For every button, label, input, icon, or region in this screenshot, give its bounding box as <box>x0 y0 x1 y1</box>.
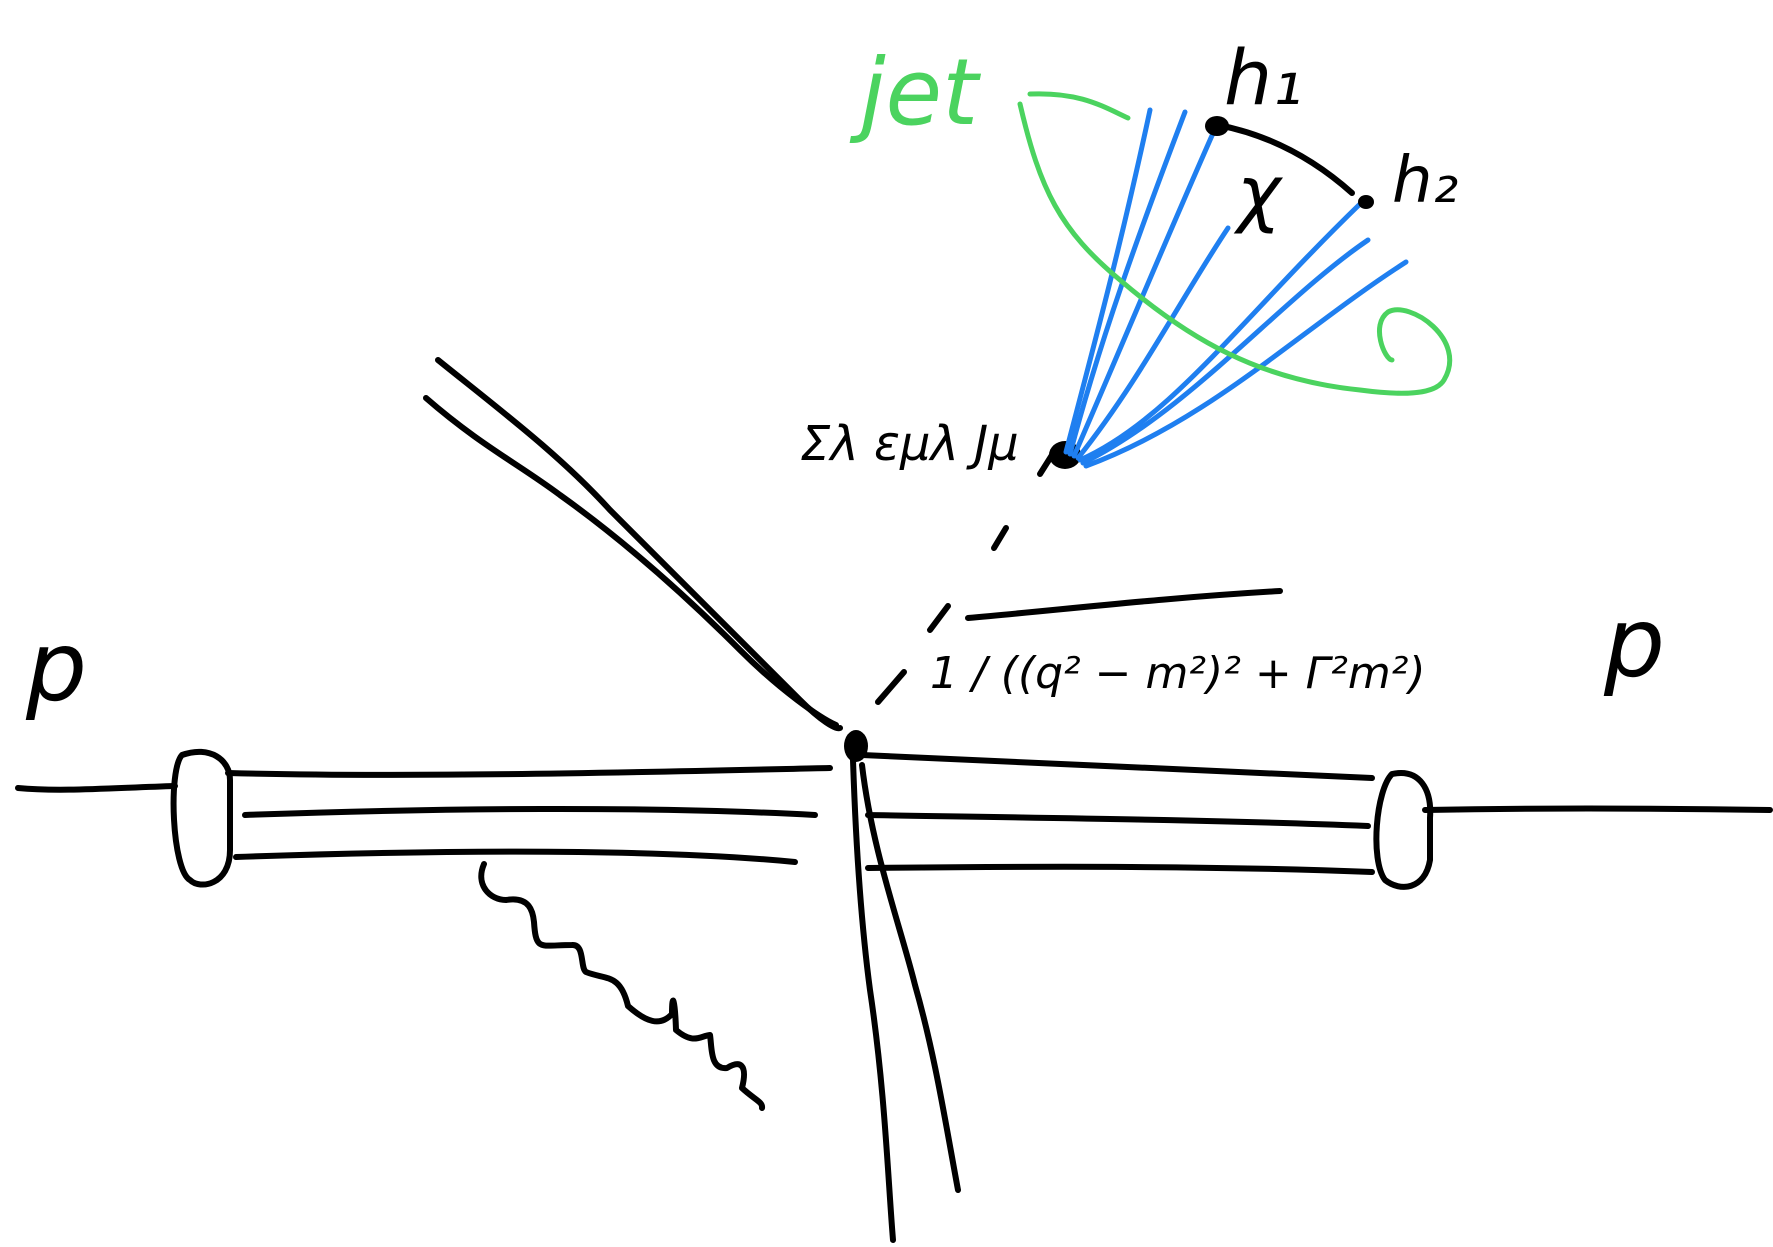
outgoing-jet-double-line <box>423 357 843 732</box>
left-proton-line <box>15 783 178 793</box>
propagator-dashed-line <box>875 452 1055 705</box>
remnant-line-1 <box>850 757 896 1243</box>
dash-1 <box>875 669 907 705</box>
left-proton-blob <box>170 748 233 888</box>
jet-cone-boundary <box>1017 101 1453 396</box>
dash-2 <box>927 603 951 633</box>
left-parton-lines <box>225 765 833 865</box>
label-propagator: 1 / ((q² − m²)² + Γ²m²) <box>930 648 1426 699</box>
hadron-line-5 <box>1077 201 1363 463</box>
photon-line <box>478 861 766 1111</box>
jet-cone-outline <box>1027 91 1131 121</box>
outgoing-double-line-1 <box>435 357 843 732</box>
left-parton-line-3 <box>233 848 798 865</box>
label-jet: jet <box>849 39 981 146</box>
label-proton-left: p <box>25 611 87 723</box>
right-proton: p <box>1373 587 1773 890</box>
label-polarization-sum: Σλ εμλ Jμ <box>800 416 1019 472</box>
outgoing-double-line-2 <box>423 395 839 728</box>
left-proton: p <box>15 611 233 888</box>
label-hadron-2: h₂ <box>1392 144 1458 218</box>
label-hadron-1: h₁ <box>1224 33 1303 122</box>
dash-3 <box>991 525 1009 551</box>
label-proton-right: p <box>1603 587 1665 699</box>
label-angle: χ <box>1233 150 1284 236</box>
hadron-line-1 <box>1063 107 1153 455</box>
remnant-line-2 <box>859 762 961 1193</box>
right-parton-line-1 <box>859 752 1375 781</box>
hadron-line-4 <box>1075 225 1231 461</box>
right-parton-line-2 <box>865 812 1371 829</box>
right-parton-lines <box>859 752 1375 875</box>
beam-remnants <box>850 757 961 1243</box>
left-parton-line-2 <box>242 805 818 818</box>
jet-cone: jet <box>849 39 1453 396</box>
hadron-line-7 <box>1083 259 1409 469</box>
fraction-bar <box>965 588 1283 621</box>
right-proton-blob <box>1373 770 1434 890</box>
hadron-line-3 <box>1071 119 1221 459</box>
hadron-h2-dot <box>1358 195 1374 209</box>
propagator-formula: 1 / ((q² − m²)² + Γ²m²) <box>930 588 1426 699</box>
hadron-lines <box>1063 107 1409 469</box>
right-parton-line-3 <box>865 863 1375 875</box>
right-proton-line <box>1422 805 1773 813</box>
angle-arc <box>1215 122 1355 196</box>
left-parton-line-1 <box>225 765 833 778</box>
